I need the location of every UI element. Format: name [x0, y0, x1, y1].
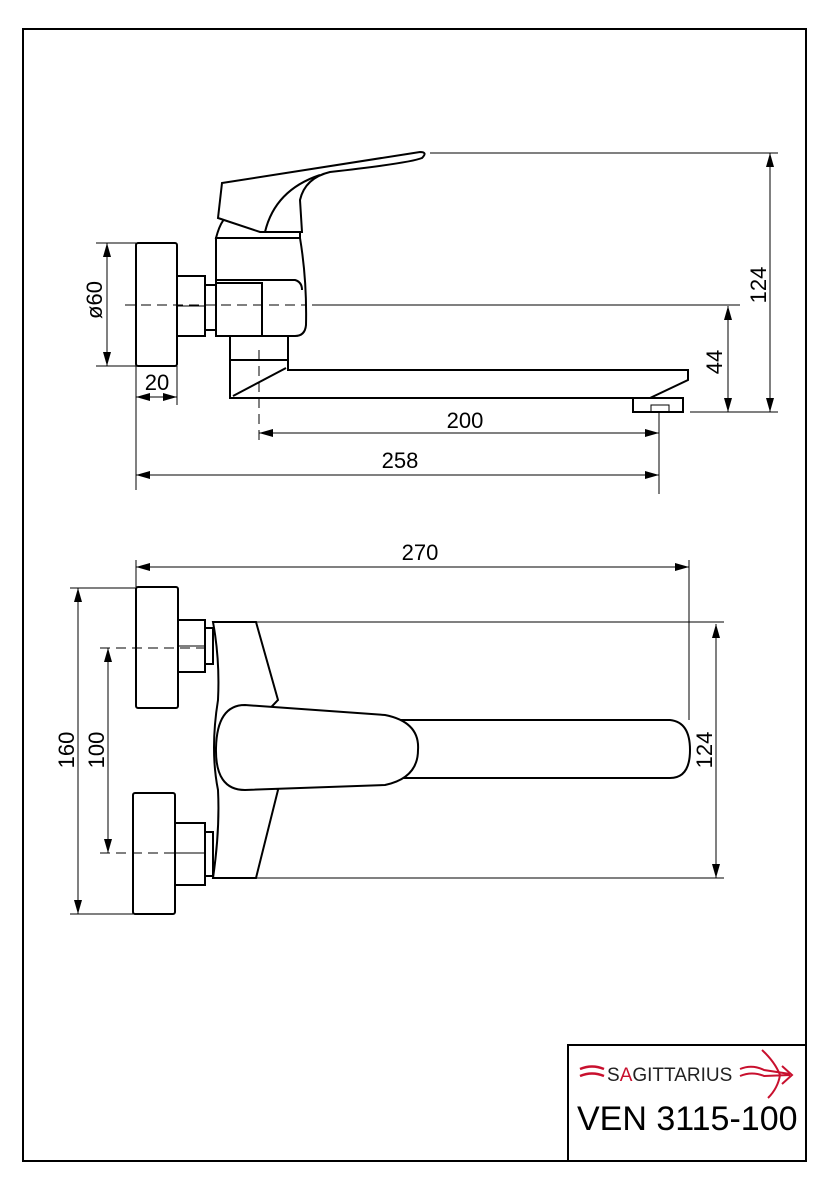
dim-diameter-60: ø60 [82, 281, 107, 319]
handle-top [214, 703, 420, 792]
title-block: SAGITTARIUS VEN 3115-100 [567, 1044, 807, 1162]
dim-length-258: 258 [382, 448, 419, 473]
dim-length-270: 270 [402, 540, 439, 565]
top-view: 270 160 100 124 [54, 540, 724, 915]
dim-height-124: 124 [746, 267, 771, 304]
dim-width-160: 160 [54, 732, 79, 769]
spout-top [399, 719, 692, 779]
dim-spacing-100: 100 [84, 732, 109, 769]
side-view: 124 44 ø60 20 200 258 [82, 150, 778, 494]
spout [229, 359, 689, 399]
product-code: VEN 3115-100 [577, 1100, 798, 1138]
dim-body-124: 124 [692, 732, 717, 769]
lever-handle [216, 150, 426, 233]
dim-depth-20: 20 [145, 370, 169, 395]
sagittarius-logo: SAGITTARIUS [579, 1049, 794, 1099]
dim-spout-200: 200 [447, 408, 484, 433]
svg-text:SAGITTARIUS: SAGITTARIUS [607, 1065, 732, 1086]
drawing-border [22, 28, 807, 1162]
dim-outlet-44: 44 [702, 350, 727, 374]
